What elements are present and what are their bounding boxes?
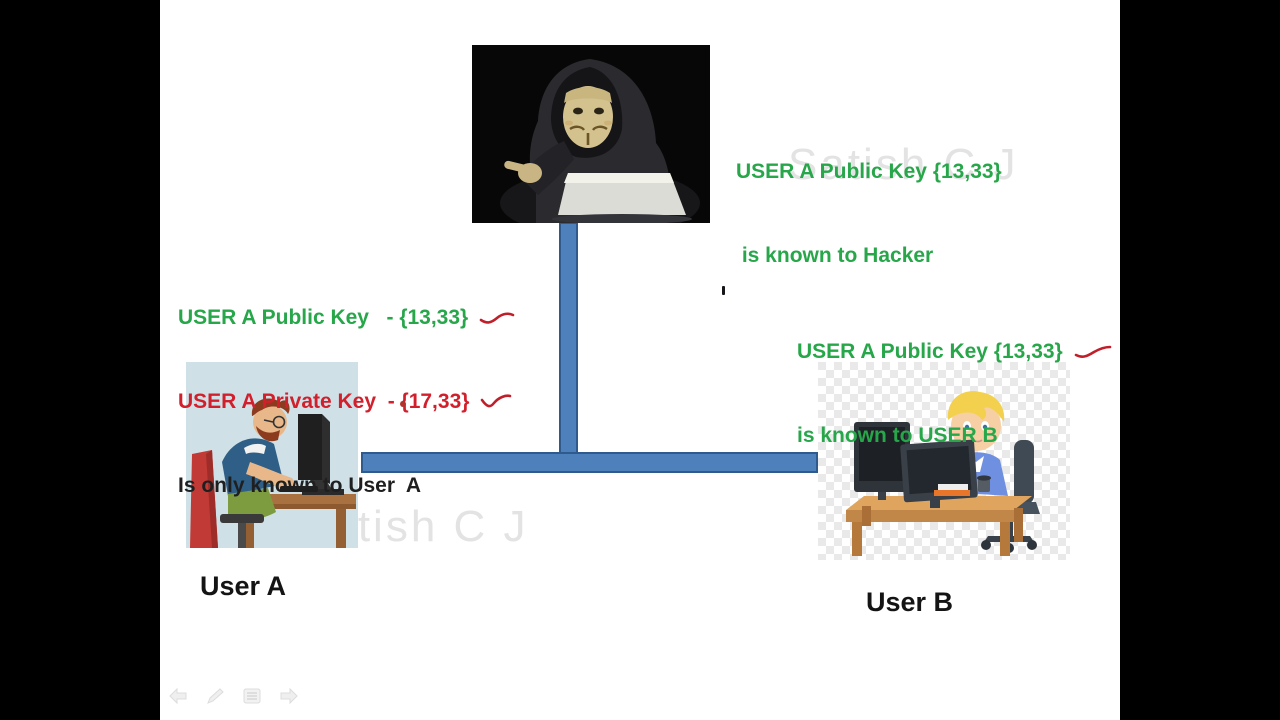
slide-menu-button[interactable]	[240, 684, 264, 708]
hacker-image	[472, 45, 710, 223]
menu-icon	[243, 688, 261, 704]
user-b-image	[818, 362, 1070, 560]
user-a-monitor	[298, 414, 344, 495]
user-b-note-line1: USER A Public Key {13,33}	[797, 340, 1063, 363]
pen-tool-button[interactable]	[203, 684, 227, 708]
previous-slide-button[interactable]	[166, 684, 190, 708]
arrow-right-icon	[280, 687, 298, 705]
network-line-vertical	[559, 222, 578, 462]
arrow-left-icon	[169, 687, 187, 705]
user-a-person	[220, 398, 318, 548]
user-b-note-line2: is known to USER B	[797, 424, 998, 447]
pen-icon	[207, 688, 224, 704]
red-check-icon	[479, 312, 515, 324]
hacker-key-note-line1: USER A Public Key {13,33}	[736, 160, 1002, 183]
red-check-icon	[1074, 345, 1112, 358]
user-b-label: User B	[866, 587, 954, 617]
hacker-laptop	[552, 173, 692, 223]
user-b-key-note: USER A Public Key {13,33} is known to US…	[797, 282, 1113, 506]
next-slide-button[interactable]	[277, 684, 301, 708]
black-pen-tick	[722, 286, 725, 295]
user-a-image	[186, 362, 358, 548]
user-a-public-key-text: USER A Public Key - {13,33}	[178, 306, 469, 329]
hacker-key-note: USER A Public Key {13,33} is known to Ha…	[736, 102, 1002, 326]
network-line-horizontal	[361, 452, 818, 473]
hacker-key-note-line2: is known to Hacker	[736, 244, 934, 267]
slide: Satish C J Satish C J	[160, 0, 1120, 720]
hacker-mask	[563, 86, 613, 148]
red-check-icon	[481, 394, 512, 408]
user-b-monitors	[854, 422, 991, 508]
user-a-label: User A	[200, 571, 287, 601]
red-pen-dot	[400, 401, 406, 407]
user-a-private-key-text: USER A Private Key - {17,33}	[178, 390, 470, 413]
user-b-desk	[846, 496, 1032, 556]
presenter-toolbar	[166, 684, 301, 708]
user-a-key-block: USER A Public Key - {13,33} USER A Priva…	[178, 248, 516, 556]
hacker-pointing-finger	[504, 160, 530, 174]
user-a-known-text: Is only known to User A	[178, 474, 422, 497]
